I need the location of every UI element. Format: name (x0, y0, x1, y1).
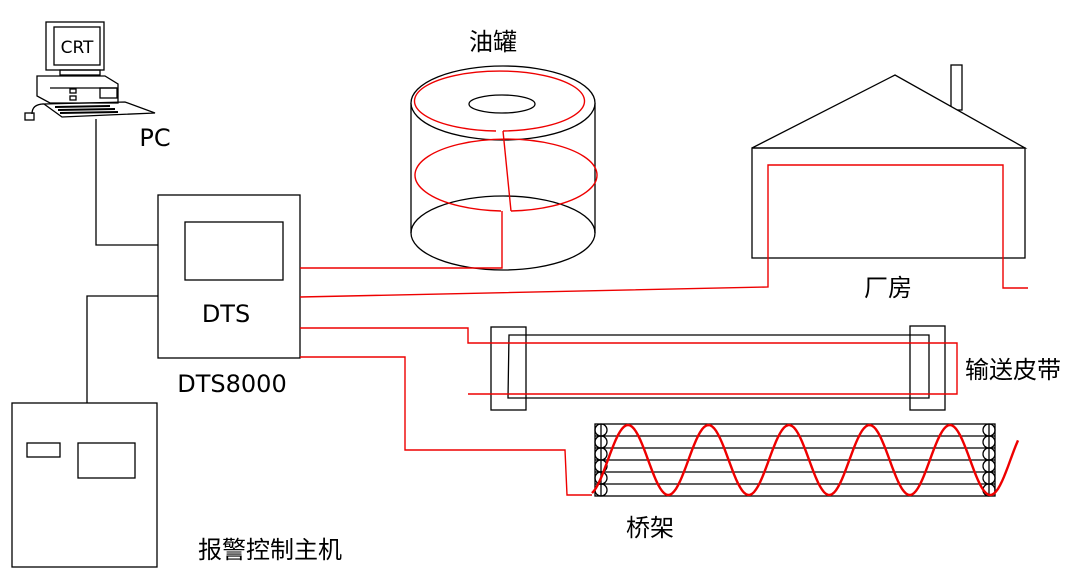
bridge-label: 桥架 (626, 514, 674, 542)
pc-label: PC (139, 124, 170, 152)
crt-label: CRT (61, 38, 94, 58)
alarm-display (77, 442, 136, 479)
conveyor-cable (300, 327, 958, 395)
dts-model-label: DTS8000 (177, 370, 286, 398)
dts8000-unit (157, 194, 301, 359)
oil-tank-label: 油罐 (469, 28, 517, 56)
pc-computer-icon: CRT (24, 21, 156, 121)
tray-cable-feed (300, 356, 592, 496)
oil-tank (410, 65, 598, 271)
conveyor-label: 输送皮带 (965, 356, 1061, 384)
tray-cable-wave (591, 423, 1020, 497)
pc-dts-link (95, 119, 158, 246)
alarm-host-label: 报警控制主机 (198, 536, 342, 564)
dts-screen (184, 221, 284, 281)
conveyor-belt (490, 325, 946, 411)
factory-label: 厂房 (864, 274, 912, 302)
dts-label: DTS (202, 300, 250, 328)
alarm-control-host (11, 402, 158, 568)
factory-cable (299, 164, 1028, 298)
factory-building (751, 64, 1028, 259)
alarm-indicator (26, 442, 61, 458)
cable-tray (594, 423, 996, 497)
dts-alarm-link (86, 295, 158, 403)
tank-cable (300, 211, 503, 269)
